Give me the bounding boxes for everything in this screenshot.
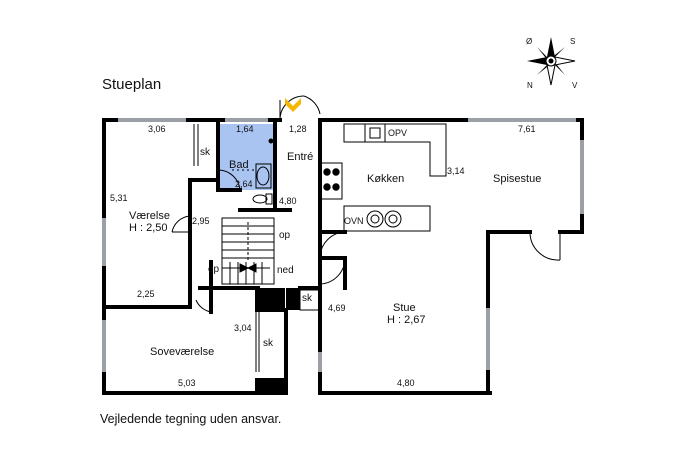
compass-s: S bbox=[570, 37, 575, 46]
dim-label: 2,25 bbox=[137, 289, 155, 299]
entrance-arrow-icon bbox=[285, 98, 301, 112]
compass-n: N bbox=[527, 81, 533, 90]
room-spisestue: Spisestue bbox=[493, 173, 541, 185]
label-sk: sk bbox=[200, 147, 211, 158]
dim-label: 3,14 bbox=[447, 166, 465, 176]
kitchen-sink bbox=[364, 123, 386, 143]
plan-title: Stueplan bbox=[102, 76, 162, 93]
oven-fans bbox=[366, 210, 402, 228]
wall-block bbox=[286, 288, 300, 310]
dim-label: 1,64 bbox=[236, 124, 254, 134]
compass-icon bbox=[527, 37, 576, 86]
dim-label: 7,61 bbox=[518, 124, 536, 134]
room-kokken: Køkken bbox=[367, 173, 404, 185]
room-vaerelse-height: H : 2,50 bbox=[129, 222, 168, 234]
label-sk: sk bbox=[263, 338, 274, 349]
wall-block bbox=[255, 288, 285, 310]
wall-block bbox=[255, 378, 285, 395]
stairs bbox=[221, 217, 275, 285]
label-ned: ned bbox=[277, 265, 294, 276]
room-stue: Stue bbox=[393, 302, 416, 314]
compass-o: Ø bbox=[526, 37, 532, 46]
hob bbox=[323, 168, 340, 191]
dim-label: 4,80 bbox=[279, 196, 297, 206]
label-ovn: OVN bbox=[344, 216, 364, 226]
kitchen-counters bbox=[319, 123, 447, 232]
room-bad: Bad bbox=[229, 159, 249, 171]
compass-v: V bbox=[572, 81, 578, 90]
bath-fixtures bbox=[232, 138, 274, 205]
label-sk: sk bbox=[302, 293, 313, 304]
dim-label: 4,80 bbox=[397, 378, 415, 388]
room-vaerelse: Værelse bbox=[129, 210, 170, 222]
dim-label: 4,69 bbox=[328, 303, 346, 313]
room-stue-height: H : 2,67 bbox=[387, 314, 426, 326]
disclaimer-text: Vejledende tegning uden ansvar. bbox=[100, 412, 282, 426]
dim-label: 5,31 bbox=[110, 193, 128, 203]
dim-label: 3,06 bbox=[148, 124, 166, 134]
room-entre: Entré bbox=[287, 151, 313, 163]
label-op: op bbox=[279, 230, 291, 241]
windows bbox=[102, 118, 584, 372]
dim-label: 2,95 bbox=[192, 216, 210, 226]
closets bbox=[193, 124, 321, 372]
bathroom-fill bbox=[218, 124, 275, 190]
dim-label: 1,28 bbox=[289, 124, 307, 134]
label-op: op bbox=[208, 264, 220, 275]
dim-label: 2,64 bbox=[235, 179, 253, 189]
dim-label: 5,03 bbox=[178, 378, 196, 388]
room-sovevaerelse: Soveværelse bbox=[150, 346, 214, 358]
label-opv: OPV bbox=[388, 128, 407, 138]
dim-label: 3,04 bbox=[234, 323, 252, 333]
